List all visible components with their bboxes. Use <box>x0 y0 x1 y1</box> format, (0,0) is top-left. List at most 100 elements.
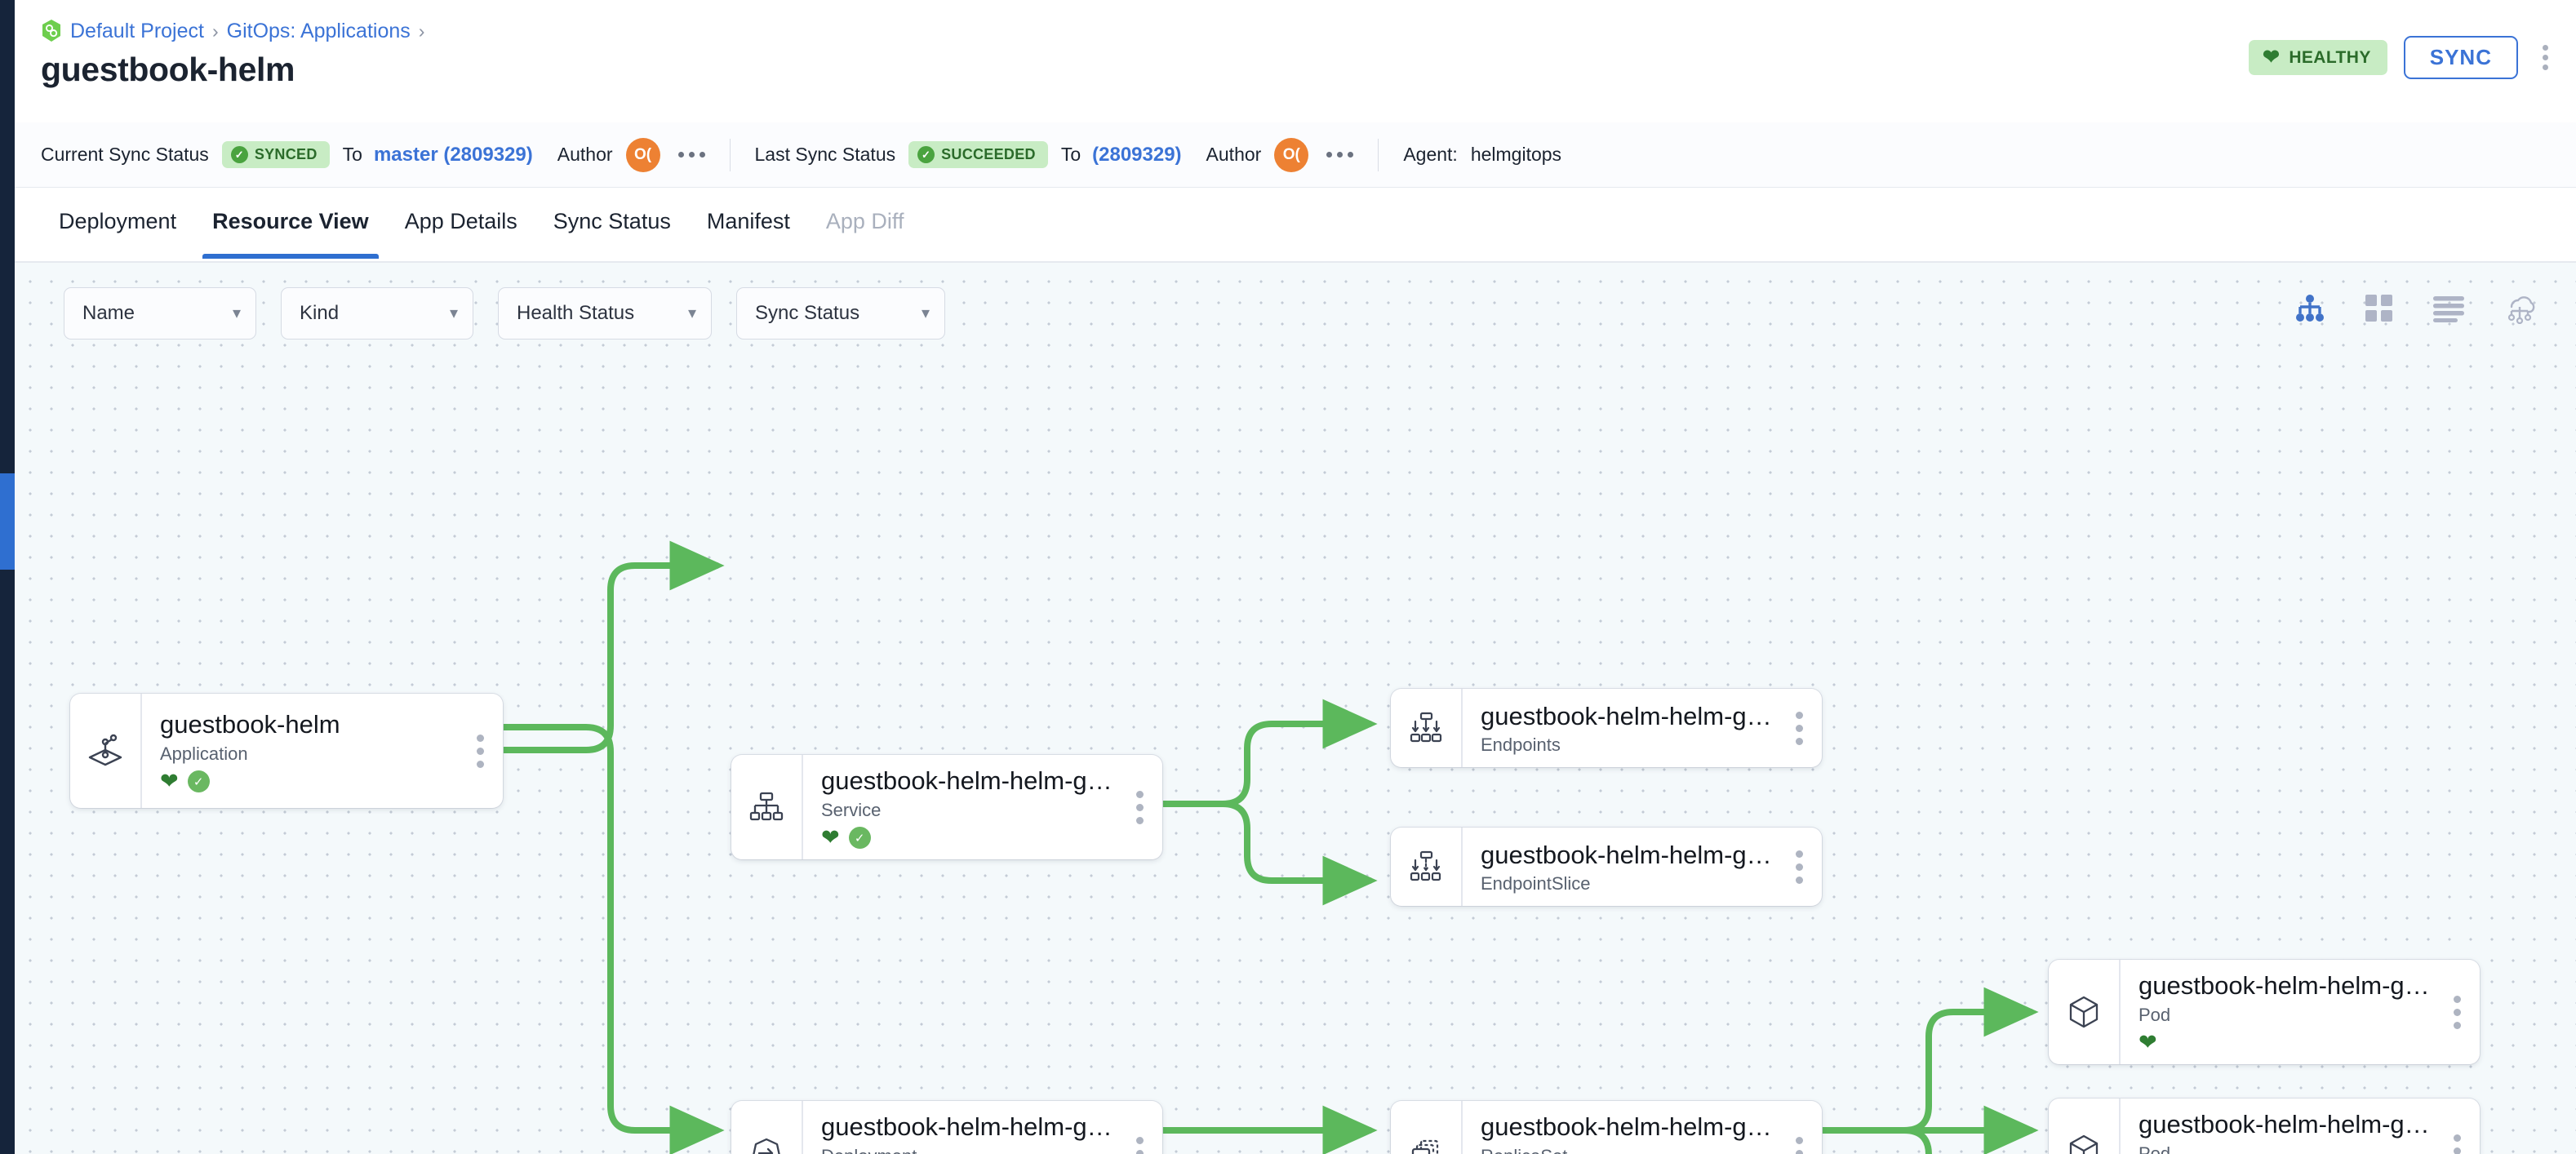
graph-node-application[interactable]: guestbook-helm Application ❤ ✓ <box>70 694 503 808</box>
graph-node-title: guestbook-helm-helm-g… <box>1481 840 1772 869</box>
last-sync-status-chip: ✓ SUCCEEDED <box>908 141 1048 168</box>
rail-active-indicator[interactable] <box>0 473 15 570</box>
tab-bar: Deployment Resource View App Details Syn… <box>15 188 2576 263</box>
current-sync-status-chip: ✓ SYNCED <box>221 141 330 168</box>
divider <box>729 138 731 171</box>
graph-node-body: guestbook-helm-helm-g… ReplicaSet ❤ <box>1461 1101 1776 1154</box>
graph-node-replicaset[interactable]: guestbook-helm-helm-g… ReplicaSet ❤ <box>1391 1101 1822 1154</box>
graph-node-menu-icon[interactable] <box>1776 828 1822 906</box>
graph-node-title: guestbook-helm-helm-g… <box>2139 971 2430 1001</box>
service-icon <box>731 755 802 859</box>
avatar-last-author[interactable]: O( <box>1274 137 1309 172</box>
last-sync-to-label: To <box>1060 144 1081 165</box>
graph-node-deployment[interactable]: guestbook-helm-helm-g… Deployment ❤ ✓ <box>731 1101 1162 1154</box>
graph-node-kind: EndpointSlice <box>1481 873 1591 894</box>
graph-node-menu-icon[interactable] <box>1117 1101 1162 1154</box>
last-sync-status-label: Last Sync Status <box>754 144 896 165</box>
chevron-down-icon: ▾ <box>449 304 458 322</box>
breadcrumb-item-default-project[interactable]: Default Project <box>70 19 204 42</box>
graph-node-title: guestbook-helm-helm-g… <box>1481 701 1772 730</box>
graph-node-kind: Endpoints <box>1481 735 1561 756</box>
tree-view-icon[interactable] <box>2294 292 2326 329</box>
graph-node-body: guestbook-helm-helm-g… Endpoints <box>1461 689 1776 767</box>
graph-node-kind: Pod <box>2139 1143 2171 1154</box>
graph-node-kind: ReplicaSet <box>1481 1146 1776 1154</box>
check-circle-icon: ✓ <box>848 827 871 850</box>
sync-status-bar: Current Sync Status ✓ SYNCED To master (… <box>15 122 2576 188</box>
list-view-icon[interactable] <box>2432 295 2465 326</box>
graph-node-kind: Deployment <box>821 1146 1117 1154</box>
current-sync-status-label: Current Sync Status <box>41 144 209 165</box>
filter-kind-label: Kind <box>300 302 340 324</box>
header-overflow-menu-icon[interactable] <box>2534 40 2556 75</box>
grid-view-icon[interactable] <box>2364 293 2395 328</box>
network-view-icon[interactable] <box>2503 293 2537 328</box>
graph-node-title: guestbook-helm-helm-g… <box>1481 1112 1772 1142</box>
check-circle-icon: ✓ <box>187 770 210 793</box>
graph-node-menu-icon[interactable] <box>457 694 503 808</box>
pod-icon <box>2049 1099 2119 1154</box>
graph-node-body: guestbook-helm Application ❤ ✓ <box>140 694 457 808</box>
filter-bar: Name ▾ Kind ▾ Health Status ▾ Sync Statu… <box>64 287 945 340</box>
tab-manifest[interactable]: Manifest <box>706 209 790 233</box>
avatar-current-author[interactable]: O( <box>625 137 660 172</box>
filter-health-status-label: Health Status <box>517 302 635 324</box>
page-header: Default Project › GitOps: Applications ›… <box>15 0 2576 122</box>
tab-app-details[interactable]: App Details <box>404 209 517 233</box>
graph-node-body: guestbook-helm-helm-g… Pod ❤ <box>2119 960 2434 1064</box>
check-circle-icon: ✓ <box>230 146 248 163</box>
status-badge-health[interactable]: ❤ HEALTHY <box>2248 40 2387 75</box>
replicaset-icon <box>1391 1101 1461 1154</box>
graph-node-endpointslice[interactable]: guestbook-helm-helm-g… EndpointSlice <box>1391 828 1822 906</box>
sync-button[interactable]: SYNC <box>2403 36 2518 79</box>
graph-node-menu-icon[interactable] <box>1117 755 1162 859</box>
graph-node-status: ❤ ✓ <box>821 827 1117 850</box>
graph-node-body: guestbook-helm-helm-g… EndpointSlice <box>1461 828 1776 906</box>
graph-node-pod-2[interactable]: guestbook-helm-helm-g… Pod ❤ <box>2049 1099 2480 1154</box>
graph-node-title: guestbook-helm <box>160 710 340 739</box>
graph-node-menu-icon[interactable] <box>2434 960 2480 1064</box>
graph-node-status: ❤ ✓ <box>160 770 457 793</box>
graph-node-kind: Pod <box>2139 1004 2171 1025</box>
header-actions: ❤ HEALTHY SYNC <box>2248 36 2556 79</box>
tab-deployment[interactable]: Deployment <box>59 209 177 233</box>
graph-node-menu-icon[interactable] <box>2434 1099 2480 1154</box>
tab-app-diff: App Diff <box>825 209 904 233</box>
graph-node-endpoints[interactable]: guestbook-helm-helm-g… Endpoints <box>1391 689 1822 767</box>
graph-edges <box>486 540 2039 1154</box>
filter-name-label: Name <box>82 302 135 324</box>
graph-node-title: guestbook-helm-helm-g… <box>821 766 1113 796</box>
graph-node-pod-1[interactable]: guestbook-helm-helm-g… Pod ❤ <box>2049 960 2480 1064</box>
chevron-down-icon: ▾ <box>921 304 930 322</box>
heart-icon: ❤ <box>160 769 179 794</box>
graph-node-service[interactable]: guestbook-helm-helm-g… Service ❤ ✓ <box>731 755 1162 859</box>
current-author-label: Author <box>557 144 613 165</box>
resource-graph-canvas[interactable]: Name ▾ Kind ▾ Health Status ▾ Sync Statu… <box>15 263 2576 1154</box>
last-sync-more-icon[interactable] <box>1326 152 1354 158</box>
last-sync-revision-link[interactable]: (2809329) <box>1092 143 1182 166</box>
application-icon <box>70 694 140 808</box>
graph-node-menu-icon[interactable] <box>1776 689 1822 767</box>
filter-name[interactable]: Name ▾ <box>64 287 256 340</box>
graph-node-status: ❤ <box>2139 1032 2434 1054</box>
graph-node-title: guestbook-helm-helm-g… <box>2139 1110 2430 1139</box>
current-sync-revision-link[interactable]: master (2809329) <box>373 143 533 166</box>
filter-health-status[interactable]: Health Status ▾ <box>498 287 712 340</box>
filter-sync-status[interactable]: Sync Status ▾ <box>736 287 945 340</box>
tab-resource-view[interactable]: Resource View <box>194 188 387 259</box>
project-logo-icon <box>41 19 62 43</box>
pod-icon <box>2049 960 2119 1064</box>
agent-value: helmgitops <box>1470 144 1562 165</box>
graph-node-menu-icon[interactable] <box>1776 1101 1822 1154</box>
graph-node-kind: Application <box>160 743 248 764</box>
filter-kind[interactable]: Kind ▾ <box>281 287 473 340</box>
current-sync-more-icon[interactable] <box>677 152 705 158</box>
page-title: guestbook-helm <box>41 51 295 88</box>
graph-node-title: guestbook-helm-helm-g… <box>821 1112 1113 1142</box>
graph-node-body: guestbook-helm-helm-g… Pod ❤ <box>2119 1099 2434 1154</box>
tab-sync-status[interactable]: Sync Status <box>553 209 671 233</box>
breadcrumb-item-gitops-applications[interactable]: GitOps: Applications <box>226 19 411 42</box>
graph-node-body: guestbook-helm-helm-g… Deployment ❤ ✓ <box>802 1101 1117 1154</box>
filter-sync-status-label: Sync Status <box>755 302 860 324</box>
